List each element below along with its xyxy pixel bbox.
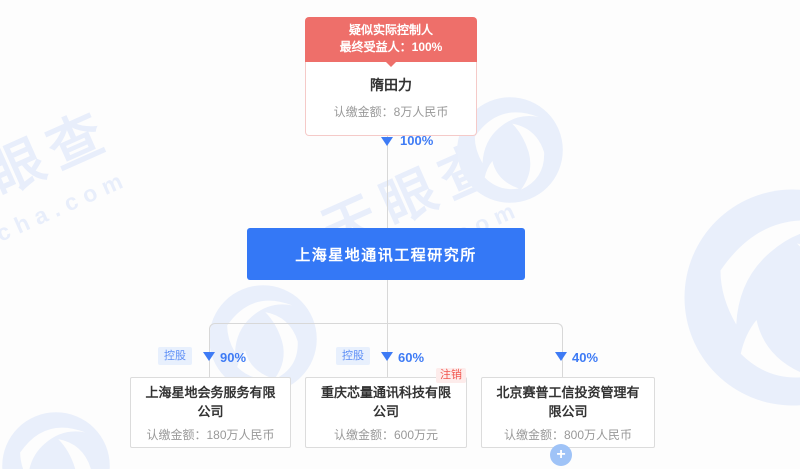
badge-notch	[386, 62, 396, 67]
controller-badge-line1: 疑似实际控制人	[348, 23, 433, 37]
ownership-percent-branch2: 60%	[398, 350, 425, 365]
subsidiary-node-3[interactable]: 北京赛普工信投资管理有限公司 认缴金额：800万人民币	[481, 377, 655, 448]
brand-watermark-domain: cha.com	[0, 164, 133, 247]
holding-tag: 控股	[336, 347, 370, 365]
brand-watermark-text: 天眼查 cha.com	[0, 86, 136, 266]
subsidiary-amount: 认缴金额：600万元	[333, 427, 439, 442]
brand-watermark-cjk: 天眼查	[0, 99, 122, 233]
root-shareholder-name[interactable]: 隋田力	[370, 77, 412, 93]
ownership-percent-root: 100%	[400, 133, 434, 148]
actual-controller-badge: 疑似实际控制人 最终受益人：100%	[305, 17, 477, 67]
connector-bracket	[209, 323, 563, 378]
arrow-down-icon	[381, 352, 393, 361]
subsidiary-node-1[interactable]: 上海星地会务服务有限公司 认缴金额：180万人民币	[130, 377, 291, 448]
controller-badge-line2: 最终受益人：100%	[339, 40, 443, 54]
subsidiary-amount: 认缴金额：180万人民币	[146, 427, 275, 442]
tianyancha-eye-watermark-icon	[0, 410, 112, 469]
expand-plus-button[interactable]: +	[550, 444, 572, 466]
root-shareholder-body: 隋田力 认缴金额：8万人民币	[305, 62, 477, 136]
arrow-down-icon	[555, 352, 567, 361]
tianyancha-eye-watermark-icon	[680, 185, 800, 410]
subsidiary-name[interactable]: 重庆芯量通讯科技有限公司	[320, 384, 451, 419]
subsidiary-node-2[interactable]: 注销 重庆芯量通讯科技有限公司 认缴金额：600万元	[305, 368, 467, 448]
subsidiary-name[interactable]: 北京赛普工信投资管理有限公司	[496, 384, 640, 419]
status-badge-cancelled: 注销	[436, 368, 466, 383]
ownership-percent-branch3: 40%	[572, 350, 599, 365]
connector-line	[387, 118, 388, 228]
root-shareholder-card[interactable]: 疑似实际控制人 最终受益人：100% 隋田力 认缴金额：8万人民币	[305, 17, 477, 136]
arrow-down-icon	[203, 352, 215, 361]
holding-tag: 控股	[158, 347, 192, 365]
ownership-percent-branch1: 90%	[220, 350, 247, 365]
root-shareholder-amount: 认缴金额：8万人民币	[333, 105, 449, 119]
subsidiary-name[interactable]: 上海星地会务服务有限公司	[145, 384, 276, 419]
connector-line	[387, 280, 388, 377]
arrow-down-icon	[381, 137, 393, 146]
subsidiary-amount: 认缴金额：800万人民币	[503, 427, 633, 442]
main-company-node[interactable]: 上海星地通讯工程研究所	[247, 228, 525, 280]
